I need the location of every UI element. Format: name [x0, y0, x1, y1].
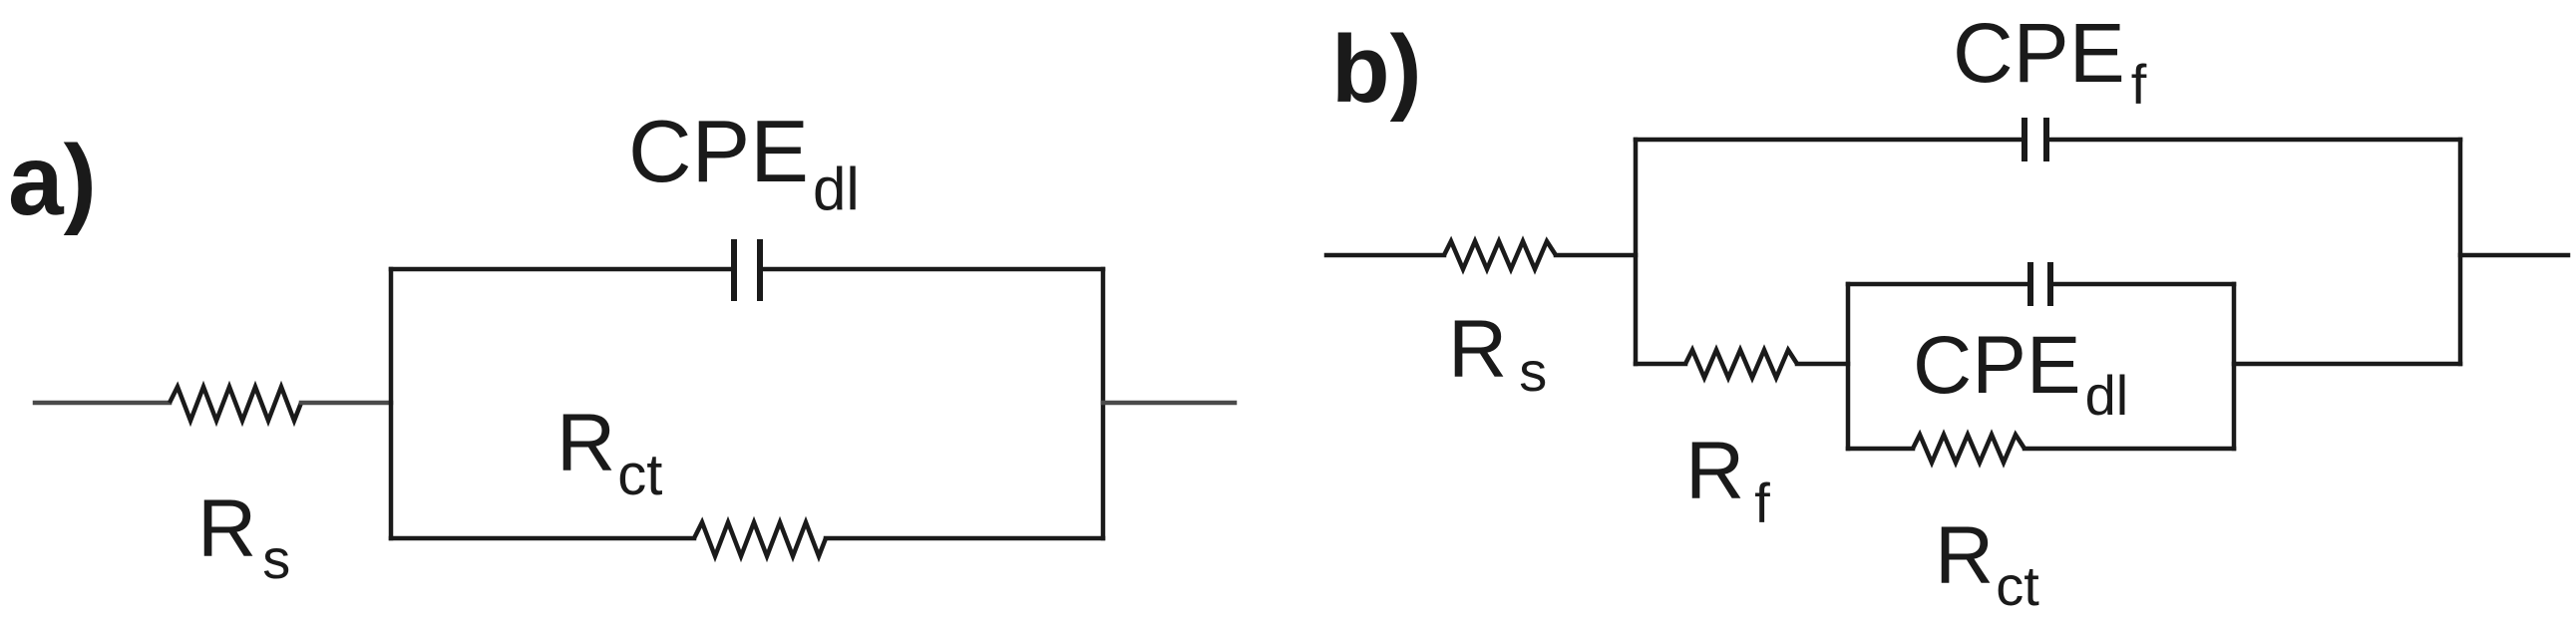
panel-a-cpe-dl: [388, 239, 1106, 301]
panel-a-rct-resistor: [388, 515, 1106, 563]
panel-b-rct-resistor: [1845, 429, 2237, 469]
panel-a-rct-label: Rct: [556, 398, 662, 507]
panel-b-rs-resistor: [1323, 235, 1639, 275]
panel-b-label: b): [1331, 16, 1422, 123]
panel-b-cpe-dl: [1845, 262, 2237, 306]
panel-a-cpe-dl-label: CPEdl: [628, 102, 860, 222]
panel-b-rf-resistor: [1633, 344, 1851, 384]
panel-b-cpe-f: [1633, 118, 2463, 161]
panel-b-rct-label: Rct: [1935, 510, 2039, 617]
panel-a-rs-resistor: [32, 380, 394, 428]
panel-a-label: a): [8, 125, 97, 236]
panel-b-cpe-dl-label: CPEdl: [1913, 320, 2128, 427]
